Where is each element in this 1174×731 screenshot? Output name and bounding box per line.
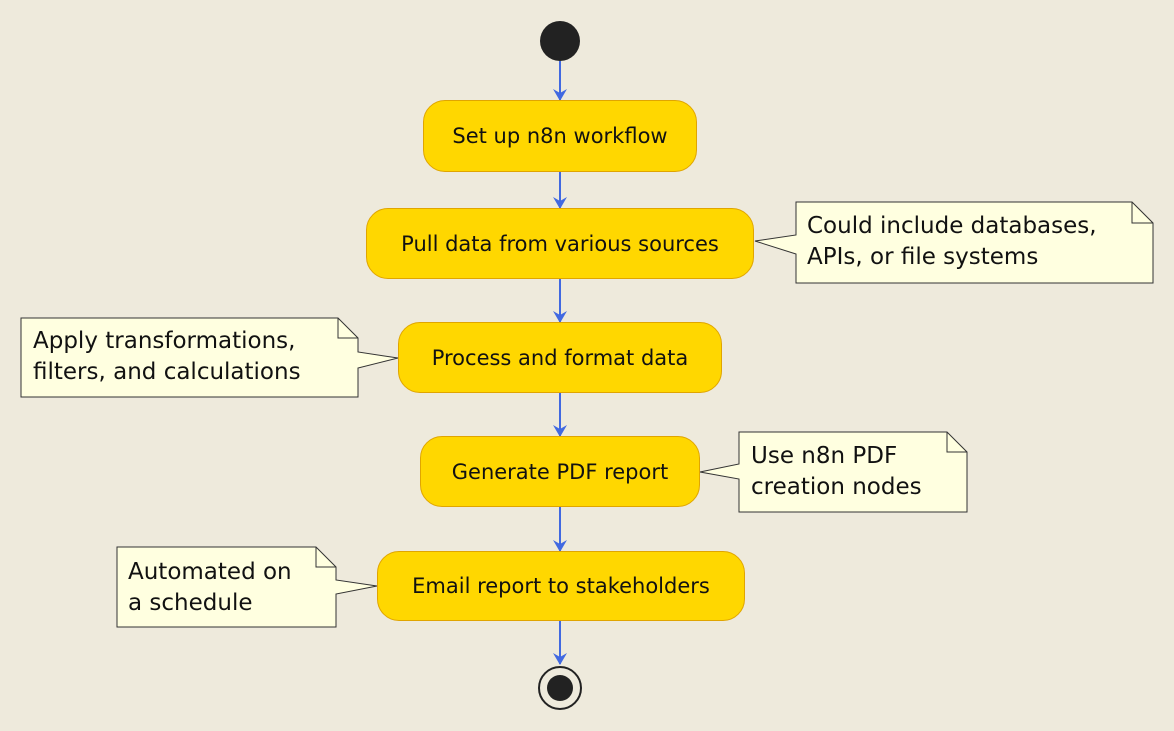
start-node	[540, 21, 580, 61]
note-transformations: Apply transformations, filters, and calc…	[33, 326, 301, 388]
note-line: Use n8n PDF	[751, 443, 898, 469]
note-pdf-nodes: Use n8n PDF creation nodes	[751, 441, 922, 503]
note-line: Could include databases,	[807, 213, 1097, 239]
end-node-ring	[538, 666, 582, 710]
note-shape-sources	[754, 201, 1154, 284]
activity-label: Process and format data	[431, 345, 689, 370]
activity-generate-pdf: Generate PDF report	[420, 436, 700, 507]
note-line: Apply transformations,	[33, 328, 296, 354]
note-shape-pdf	[699, 431, 968, 513]
note-line: filters, and calculations	[33, 359, 301, 385]
note-line: APIs, or file systems	[807, 244, 1039, 270]
note-line: a schedule	[128, 590, 253, 616]
end-node-core	[547, 675, 573, 701]
activity-email-report: Email report to stakeholders	[377, 551, 745, 621]
note-line: creation nodes	[751, 474, 922, 500]
activity-pull-data: Pull data from various sources	[366, 208, 754, 279]
note-sources: Could include databases, APIs, or file s…	[807, 211, 1097, 273]
activity-process-data: Process and format data	[398, 322, 722, 393]
activity-label: Email report to stakeholders	[412, 574, 710, 598]
note-schedule: Automated on a schedule	[128, 557, 292, 619]
activity-setup-workflow: Set up n8n workflow	[423, 100, 697, 172]
note-line: Automated on	[128, 559, 292, 585]
activity-label: Pull data from various sources	[401, 231, 719, 256]
activity-label: Set up n8n workflow	[452, 124, 668, 148]
activity-label: Generate PDF report	[451, 459, 669, 484]
